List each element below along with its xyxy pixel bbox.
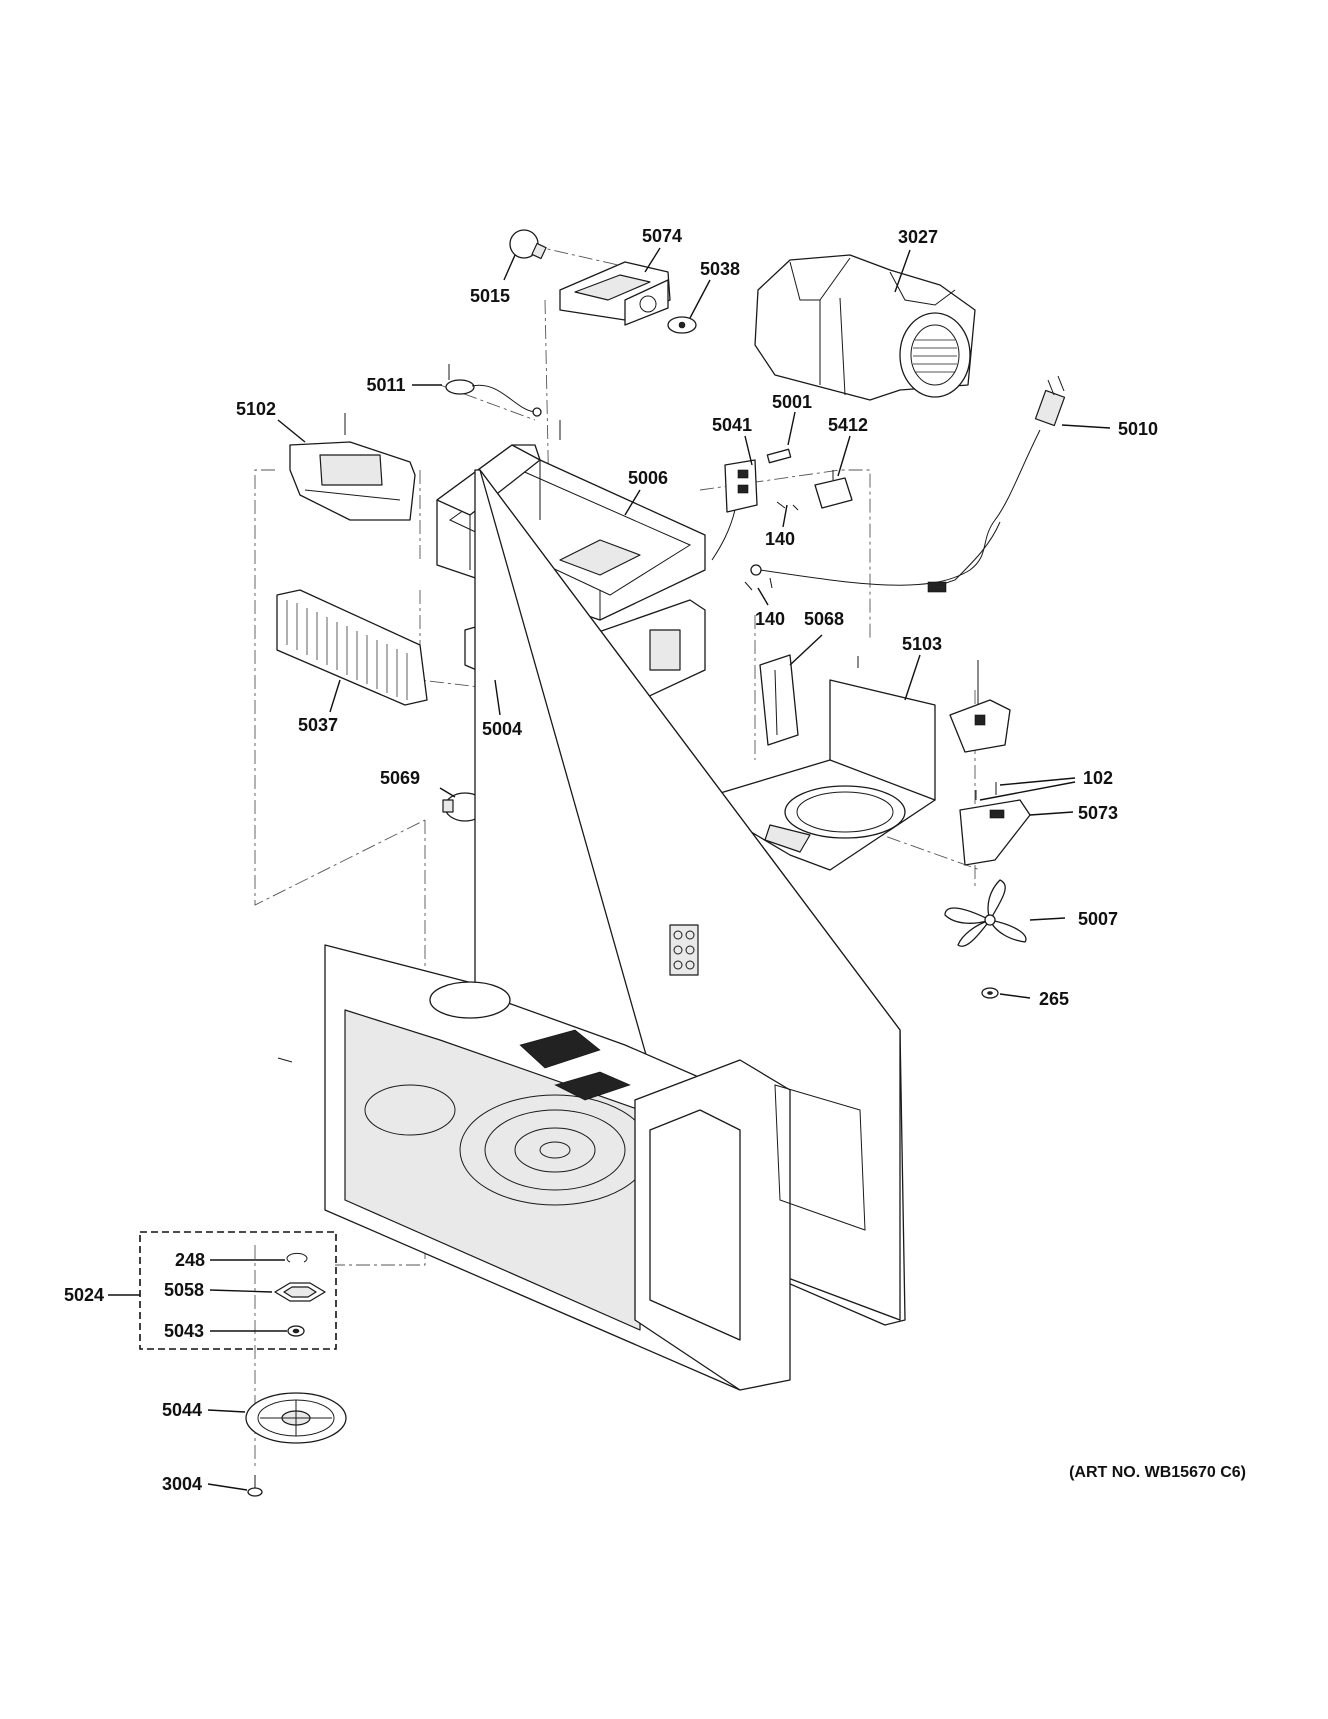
leader-lines [108, 247, 1111, 1491]
callout-5074: 5074 [642, 226, 682, 246]
blower-motor-part [754, 254, 976, 401]
callout-265: 265 [1039, 989, 1069, 1009]
art-number: (ART NO. WB15670 C6) [1069, 1464, 1246, 1481]
clip-part [286, 1252, 308, 1263]
screws-140-upper [776, 501, 799, 511]
callout-140-upper: 140 [765, 529, 795, 549]
turntable-support-part [245, 1392, 347, 1444]
callout-140-lower: 140 [755, 609, 785, 629]
callout-labels: 5015 5074 5038 3027 5011 5102 5001 5041 … [64, 226, 1246, 1494]
coupler-plate-part [274, 1282, 326, 1302]
callout-5103: 5103 [902, 634, 942, 654]
interlock-holder-part [949, 660, 1011, 753]
callout-5058: 5058 [164, 1280, 204, 1300]
callout-5037: 5037 [298, 715, 338, 735]
callout-248: 248 [175, 1250, 205, 1270]
callout-3027: 3027 [898, 227, 938, 247]
nut-part [981, 987, 999, 999]
callout-5073: 5073 [1078, 803, 1118, 823]
callout-5412: 5412 [828, 415, 868, 435]
callout-5069: 5069 [380, 768, 420, 788]
callout-102: 102 [1083, 768, 1113, 788]
lamp-housing-part [559, 261, 671, 326]
switch-holder-part [711, 459, 758, 561]
callout-5043: 5043 [164, 1321, 204, 1341]
bracket-part [289, 413, 416, 521]
fan-blade-part [944, 879, 1027, 947]
callout-5044: 5044 [162, 1400, 202, 1420]
callout-5007: 5007 [1078, 909, 1118, 929]
switch-holder-lower-part [959, 782, 1031, 866]
callout-5011: 5011 [366, 375, 405, 395]
callout-5001: 5001 [772, 392, 812, 412]
callout-5004: 5004 [482, 719, 522, 739]
base-plate-part [696, 656, 936, 871]
callout-5102: 5102 [236, 399, 276, 419]
oven-cavity-part [277, 469, 906, 1391]
screws-140-lower [744, 577, 773, 591]
thermostat-part [667, 316, 697, 334]
callout-5010: 5010 [1118, 419, 1158, 439]
fuse-part [766, 448, 792, 464]
callout-5068: 5068 [804, 609, 844, 629]
callout-5041: 5041 [712, 415, 752, 435]
support-plate-part [759, 654, 799, 746]
power-cord-part [750, 375, 1066, 593]
grease-filter-part [276, 589, 428, 706]
callout-3004: 3004 [162, 1474, 202, 1494]
foot-part [247, 1475, 263, 1497]
callout-5038: 5038 [700, 259, 740, 279]
light-bulb-part [509, 229, 547, 260]
callout-5015: 5015 [470, 286, 510, 306]
noise-filter-part [814, 470, 853, 509]
turntable-kit-group-box [139, 1231, 337, 1350]
coupler-part [287, 1325, 305, 1337]
callout-5024: 5024 [64, 1285, 104, 1305]
callout-5006: 5006 [628, 468, 668, 488]
thermal-cutout-part [445, 364, 542, 417]
